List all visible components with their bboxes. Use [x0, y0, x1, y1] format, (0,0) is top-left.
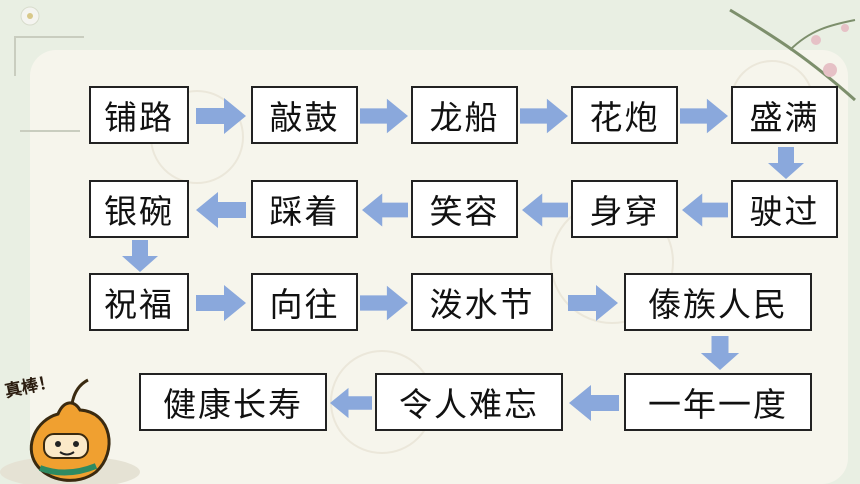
flower-icon [20, 6, 40, 26]
word-box: 花炮 [571, 86, 678, 144]
arrow-down-icon [700, 336, 740, 370]
arrow-right-icon [568, 285, 618, 321]
word-box: 一年一度 [624, 373, 812, 431]
word-box: 铺路 [89, 86, 189, 144]
word-box: 敲鼓 [251, 86, 358, 144]
word-box: 祝福 [89, 273, 189, 331]
arrow-right-icon [680, 98, 728, 134]
arrow-right-icon [196, 98, 246, 134]
arrow-right-icon [196, 285, 246, 321]
arrow-left-icon [330, 387, 372, 419]
frame-line-decoration [14, 36, 16, 76]
word-box: 踩着 [251, 180, 358, 238]
word-box: 健康长寿 [139, 373, 327, 431]
word-box: 令人难忘 [375, 373, 563, 431]
arrow-right-icon [520, 98, 568, 134]
word-box: 龙船 [411, 86, 518, 144]
arrow-left-icon [569, 385, 619, 421]
plum-blossom-icon [729, 8, 856, 102]
word-box: 身穿 [571, 180, 678, 238]
arrow-right-icon [360, 285, 408, 321]
arrow-right-icon [360, 98, 408, 134]
arrow-left-icon [196, 192, 246, 228]
pear-mascot-icon [0, 378, 140, 484]
word-box: 盛满 [731, 86, 838, 144]
frame-line-decoration [14, 36, 84, 38]
word-box: 傣族人民 [624, 273, 812, 331]
word-box: 笑容 [411, 180, 518, 238]
frame-line-decoration [20, 130, 80, 132]
arrow-down-icon [768, 147, 804, 179]
word-box: 向往 [251, 273, 358, 331]
word-box: 银碗 [89, 180, 189, 238]
arrow-left-icon [362, 193, 408, 227]
arrow-left-icon [522, 193, 568, 227]
arrow-left-icon [682, 193, 728, 227]
arrow-down-icon [122, 240, 158, 272]
word-box: 驶过 [731, 180, 838, 238]
word-box: 泼水节 [411, 273, 553, 331]
